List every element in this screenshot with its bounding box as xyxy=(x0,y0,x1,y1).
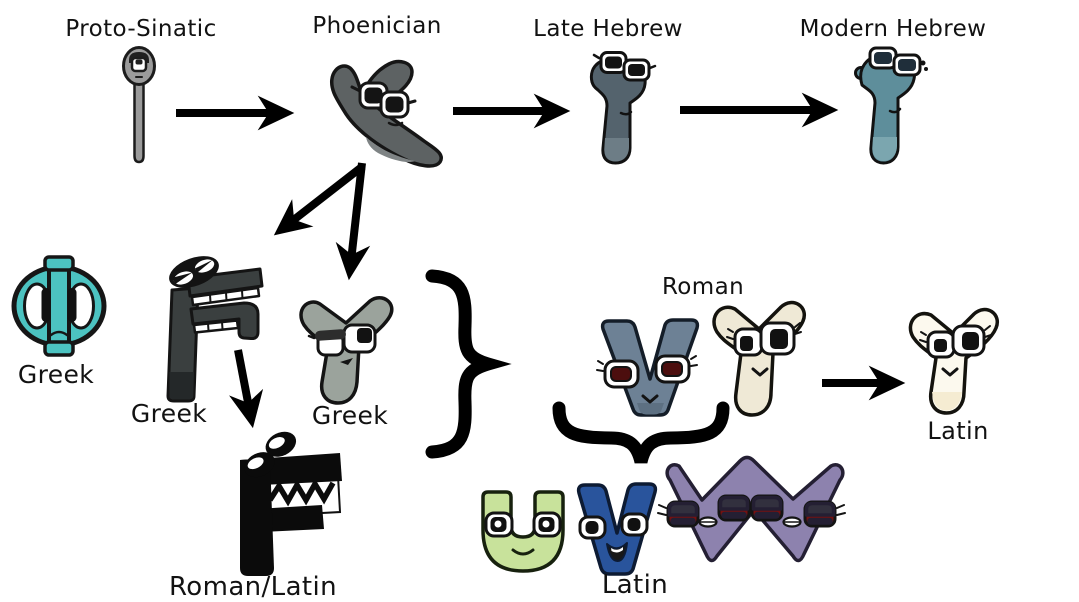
latin-u-eyes xyxy=(484,511,562,538)
label-late-hebrew: Late Hebrew xyxy=(533,16,683,42)
upsilon-mouth xyxy=(340,358,353,365)
late-hebrew-shade xyxy=(604,138,629,162)
phoenician-mouth xyxy=(387,121,404,127)
latin-u-character xyxy=(481,490,565,573)
label-latin-uvw: Latin xyxy=(601,570,669,600)
digamma-shin-shade xyxy=(169,372,194,400)
roman-v-character xyxy=(596,318,700,417)
phi-pupil-right xyxy=(67,288,77,322)
phoenician-brow-right xyxy=(406,99,417,105)
roman-v-eyes xyxy=(596,354,698,389)
digamma-eyes xyxy=(169,256,219,288)
phi-bar xyxy=(47,260,71,352)
roman-latin-f-character xyxy=(240,431,342,576)
modern-hebrew-mouth xyxy=(888,107,902,114)
phi-cap-top xyxy=(43,255,75,272)
late-hebrew-vav-character xyxy=(589,51,657,165)
f-eyes xyxy=(244,431,297,478)
latin-y-mouth xyxy=(941,367,959,377)
latin-w-eyes xyxy=(657,494,846,528)
phoenician-brow-left xyxy=(350,85,362,93)
phi-mouth xyxy=(49,330,69,337)
latin-y-eyes xyxy=(919,324,992,359)
label-greek-digamma: Greek xyxy=(130,399,208,428)
latin-v-body xyxy=(576,482,658,576)
upsilon-eyes xyxy=(307,323,377,357)
greek-upsilon-character xyxy=(299,295,394,405)
roman-v-mouth xyxy=(641,394,659,404)
late-hebrew-mouth xyxy=(619,110,633,116)
latin-w-character xyxy=(657,455,846,563)
label-phoenician: Phoenician xyxy=(312,13,442,39)
phoenician-eyes xyxy=(358,81,410,119)
latin-w-mouths xyxy=(698,516,802,528)
proto-sinaitic-waw-character xyxy=(122,46,156,164)
roman-y-character xyxy=(712,300,807,417)
phoenician-belly-shade xyxy=(366,137,415,163)
label-proto-sinatic: Proto-Sinatic xyxy=(65,16,217,42)
latin-v-eyes xyxy=(578,512,649,540)
arrow-phoenician-to-greek-digamma xyxy=(273,162,366,236)
label-modern-hebrew: Modern Hebrew xyxy=(799,16,987,42)
phoenician-waw-character xyxy=(330,59,443,168)
roman-y-body xyxy=(712,300,807,417)
arrow-phoenician-to-greek-upsilon xyxy=(335,162,371,281)
arrow-digamma-to-roman-f xyxy=(229,349,264,429)
latin-v-tooth xyxy=(611,547,623,553)
roman-y-eyes xyxy=(726,321,802,357)
latin-v-character xyxy=(576,482,658,576)
modern-hebrew-shade xyxy=(872,137,897,161)
label-latin-y: Latin xyxy=(927,417,989,445)
latin-y-shade xyxy=(932,392,962,411)
phi-cap-bottom xyxy=(43,340,75,357)
greek-phi-character xyxy=(11,255,107,357)
roman-v-tip-shade xyxy=(637,403,664,415)
roman-v-body xyxy=(600,318,700,417)
label-roman-group: Roman xyxy=(661,274,745,300)
grouping-underbrace-icon xyxy=(552,401,730,464)
proto-stem xyxy=(133,78,145,164)
phi-pupil-left xyxy=(41,288,51,322)
digamma-mid-bar xyxy=(189,301,260,341)
proto-pupil xyxy=(135,59,143,65)
latin-y-character xyxy=(908,307,1000,415)
f-stem xyxy=(240,458,274,576)
modern-hebrew-vav-character xyxy=(854,46,928,165)
modern-hebrew-glasses xyxy=(868,46,928,77)
grouping-brace-right-icon xyxy=(425,269,512,459)
late-hebrew-glasses xyxy=(592,51,657,82)
label-greek-upsilon: Greek xyxy=(311,401,389,430)
label-roman-latin-f: Roman/Latin xyxy=(168,572,338,602)
greek-digamma-character xyxy=(166,256,264,403)
label-greek-phi: Greek xyxy=(17,360,95,389)
f-teeth-zigzag xyxy=(267,478,336,507)
latin-u-mouth xyxy=(511,548,535,556)
roman-y-mouth xyxy=(751,367,769,377)
